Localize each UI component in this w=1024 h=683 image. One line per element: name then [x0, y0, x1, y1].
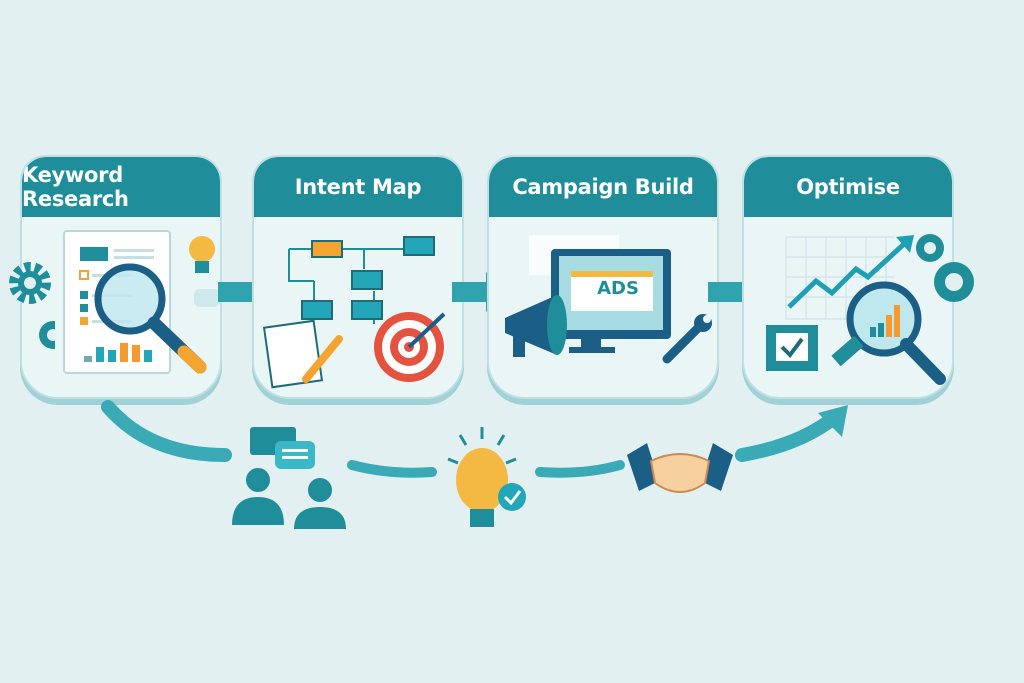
megaphone-icon	[505, 295, 567, 357]
lightbulb-check-icon	[447, 427, 526, 527]
pencil-icon	[302, 335, 343, 383]
handshake-icon	[627, 443, 733, 493]
stage-keyword-research: Keyword Research	[20, 155, 222, 399]
stage-intent-map: Intent Map	[252, 155, 464, 399]
stage-title: Campaign Build	[489, 157, 717, 217]
magnifier-icon	[831, 281, 946, 385]
document-icon	[63, 230, 220, 374]
magnifier-icon	[94, 263, 207, 374]
target-icon	[374, 312, 446, 382]
stage-title: Optimise	[744, 157, 952, 217]
people-chat-icon	[232, 427, 346, 529]
checkbox-icon	[766, 325, 818, 371]
flowchart-icon	[262, 236, 446, 389]
stage-campaign-build: Campaign Build ADS	[487, 155, 719, 399]
wrench-icon	[662, 314, 712, 364]
ads-label: ADS	[597, 278, 639, 299]
gear-icon	[9, 262, 55, 349]
lightbulb-icon	[189, 236, 215, 273]
monitor-icon	[529, 235, 671, 353]
gear-icon	[916, 234, 974, 302]
notepad-icon	[262, 319, 324, 389]
stage-title: Keyword Research	[22, 157, 220, 217]
bottom-flow-curve	[101, 400, 848, 478]
line-chart-icon	[766, 235, 946, 385]
stage-title: Intent Map	[254, 157, 462, 217]
